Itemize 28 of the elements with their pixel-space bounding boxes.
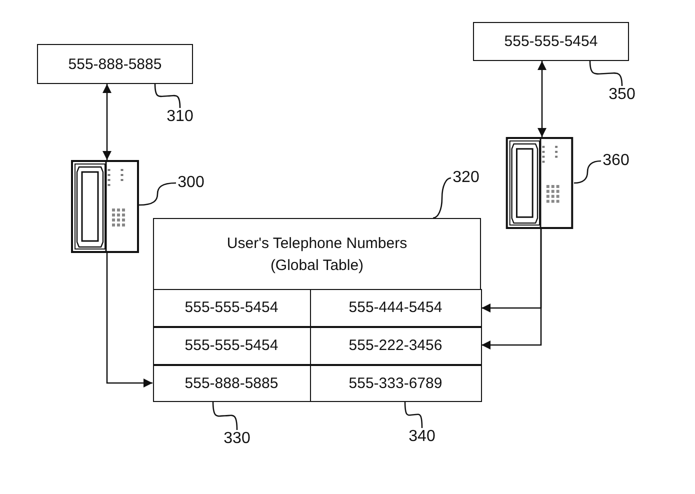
leader-line [432, 177, 452, 219]
number-table [153, 218, 481, 401]
callout-number: 350 [607, 86, 637, 104]
arrow [102, 84, 112, 160]
arrow [538, 61, 546, 137]
number-cell: 555-222-3456 [310, 326, 482, 364]
arrow [106, 253, 152, 388]
number-box: 555-555-5454 [473, 22, 629, 61]
telephone-drawing [71, 160, 139, 253]
callout-number: 330 [222, 430, 252, 448]
leader-line [404, 401, 423, 428]
callout-number: 340 [407, 428, 437, 446]
callout-number: 310 [165, 108, 195, 126]
number-cell: 555-555-5454 [152, 288, 310, 326]
leader-line [138, 182, 176, 206]
arrow [482, 229, 542, 350]
callout-number: 300 [176, 174, 206, 192]
telephone-drawing [505, 137, 574, 229]
number-cell: 555-555-5454 [152, 326, 310, 364]
callout-number: 360 [601, 152, 631, 170]
number-cell: 555-333-6789 [310, 364, 482, 402]
number-cell: 555-888-5885 [152, 364, 310, 402]
number-cell: 555-444-5454 [310, 288, 482, 326]
leader-line [212, 401, 238, 430]
leader-line [574, 160, 602, 184]
number-box: 555-888-5885 [37, 44, 193, 84]
callout-number: 320 [451, 169, 481, 187]
table-title: User's Telephone Numbers (Global Table) [226, 234, 408, 276]
